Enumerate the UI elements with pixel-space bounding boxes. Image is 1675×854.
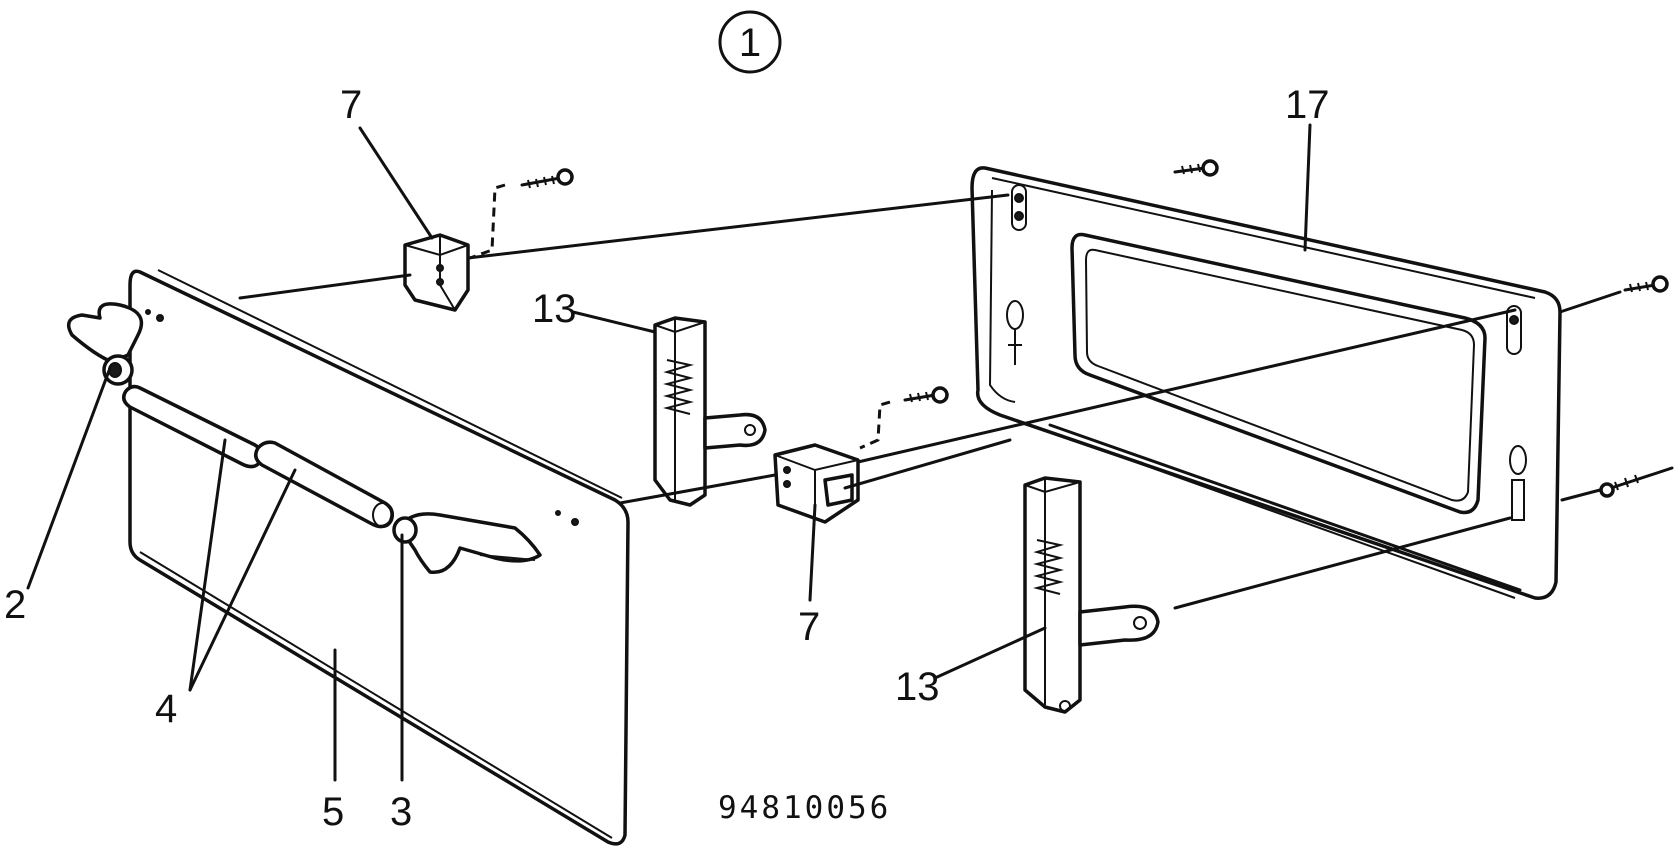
screw-top-right	[1173, 159, 1219, 177]
callout-3: 3	[390, 790, 412, 834]
hinge-bracket-bottom-7	[773, 443, 860, 524]
alignment-lines	[238, 193, 1622, 610]
hinge-bottom-13	[1023, 476, 1160, 714]
callout-13-bottom: 13	[895, 665, 940, 709]
screws	[520, 159, 1674, 498]
screw-top-left	[520, 168, 574, 189]
screw-middle	[903, 386, 949, 404]
callout-13-top: 13	[532, 287, 577, 331]
callout-5: 5	[322, 790, 344, 834]
rear-door-panel-17	[970, 166, 1562, 600]
callout-7-bottom: 7	[798, 605, 820, 649]
front-door-panel-5	[128, 269, 630, 846]
callout-7-top: 7	[340, 83, 362, 127]
hinge-bracket-top-7	[403, 233, 470, 312]
figure-number: 1	[739, 21, 761, 65]
handle-end-cap-right-3	[392, 512, 542, 575]
hinge-top-13	[653, 316, 767, 507]
callout-2: 2	[4, 583, 26, 627]
screw-right-lower	[1599, 466, 1674, 498]
figure-number-badge: 1	[718, 10, 782, 74]
drawing-code: 94810056	[718, 790, 891, 826]
leader-lines	[26, 123, 1312, 782]
callout-17: 17	[1285, 83, 1330, 127]
callout-4: 4	[155, 687, 177, 731]
handle-rod-segment-right	[254, 440, 394, 529]
handle-end-cap-left-2	[66, 302, 144, 386]
screw-right-upper	[1623, 275, 1669, 293]
